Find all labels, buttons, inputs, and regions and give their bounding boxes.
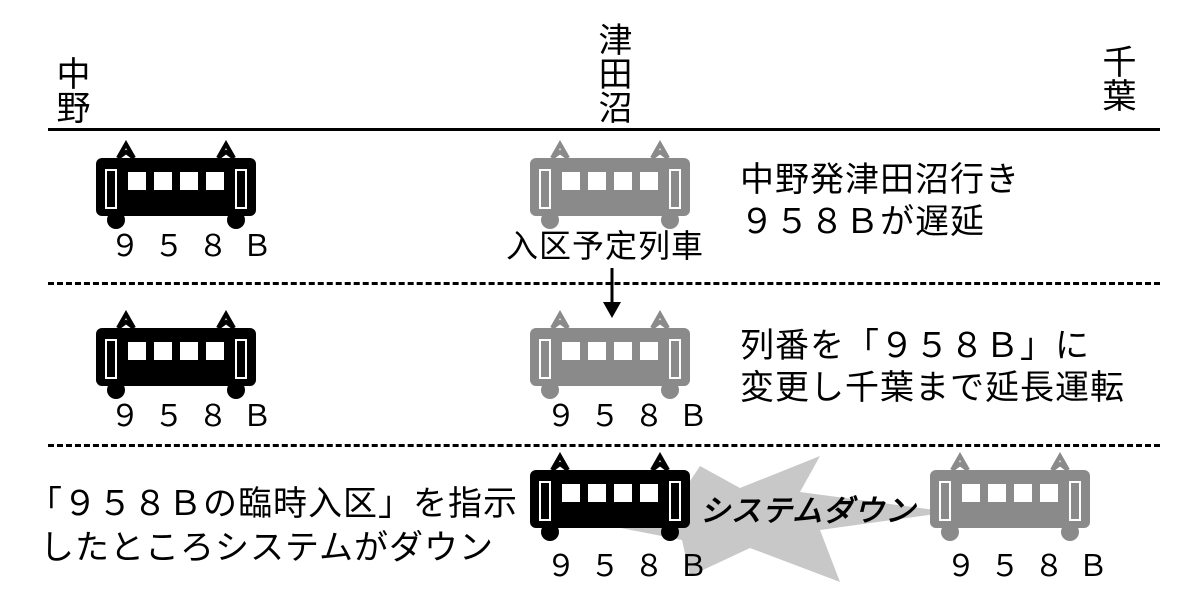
station-label-tsudanuma: 津田沼: [592, 22, 634, 124]
train-number-row2-left: ９５８Ｂ: [110, 399, 286, 434]
caption-row1-middle: 入区予定列車: [506, 227, 705, 265]
down-arrow-icon: [603, 268, 621, 318]
description-row1-line2: ９５８Ｂが遅延: [740, 202, 985, 242]
train-icon-row1-middle: [530, 142, 690, 230]
description-row3-line2: したところシステムがダウン: [40, 528, 494, 568]
station-label-chiba: 千葉: [1096, 44, 1138, 112]
train-number-row1-left: ９５８Ｂ: [110, 229, 286, 264]
train-icon-row3-right: [930, 454, 1090, 542]
train-icon-row3-middle: [530, 454, 690, 542]
station-label-chiba-text: 千葉: [1096, 44, 1136, 112]
system-down-burst-icon: [570, 456, 950, 582]
row-divider-1: [48, 282, 1160, 285]
track-line: [48, 128, 1160, 131]
system-down-label: システムダウン: [700, 494, 917, 529]
description-row1-line1: 中野発津田沼行き: [740, 160, 1020, 200]
description-row2-line1: 列番を「９５８Ｂ」に: [740, 326, 1090, 366]
train-icon-row2-left: [96, 312, 256, 400]
train-icon-row2-middle: [530, 312, 690, 400]
train-number-row3-middle: ９５８Ｂ: [546, 549, 722, 584]
station-label-nakano: 中野: [50, 56, 92, 124]
train-number-row2-middle: ９５８Ｂ: [546, 399, 722, 434]
station-label-nakano-text: 中野: [50, 56, 90, 124]
row-divider-2: [48, 444, 1160, 447]
train-icon-row1-left: [96, 142, 256, 230]
train-number-row3-right: ９５８Ｂ: [946, 549, 1122, 584]
description-row3-line1: 「９５８Ｂの臨時入区」を指示: [28, 484, 518, 524]
description-row2-line2: 変更し千葉まで延長運転: [740, 368, 1125, 408]
station-label-tsudanuma-text: 津田沼: [592, 22, 632, 124]
